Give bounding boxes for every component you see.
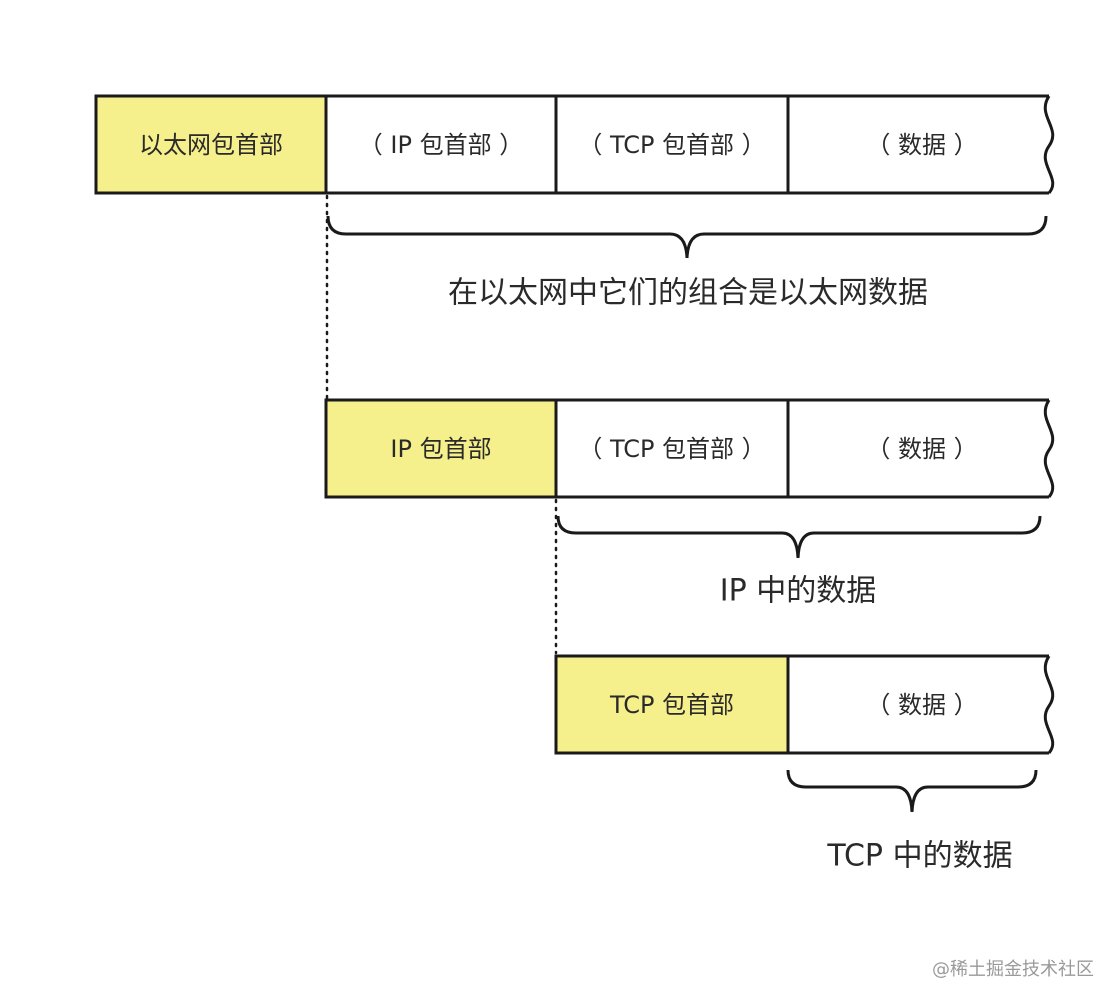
- data-label: （ 数据 ）: [866, 435, 977, 463]
- tcp-header-label: （ TCP 包首部 ）: [578, 435, 765, 463]
- data-label: （ 数据 ）: [866, 131, 977, 159]
- torn-edge: [1043, 655, 1055, 754]
- ip-header-label: IP 包首部: [390, 435, 491, 463]
- ip-caption: IP 中的数据: [720, 574, 876, 609]
- curly-brace: [786, 769, 1038, 813]
- tcp-header-label: TCP 包首部: [609, 691, 734, 719]
- torn-edge: [1043, 399, 1055, 498]
- tcp-header-label: （ TCP 包首部 ）: [578, 131, 765, 159]
- data-label: （ 数据 ）: [866, 691, 977, 719]
- ethernet-layer: 以太网包首部 （ IP 包首部 ） （ TCP 包首部 ） （ 数据 ） 在以太…: [94, 94, 1055, 311]
- torn-edge: [1043, 95, 1055, 194]
- ip-header-label: （ IP 包首部 ）: [359, 131, 523, 159]
- watermark-text: @稀土掘金技术社区: [932, 959, 1094, 980]
- ethernet-header-label: 以太网包首部: [139, 131, 283, 159]
- tcp-caption: TCP 中的数据: [826, 839, 1012, 874]
- curly-brace: [326, 215, 1048, 259]
- tcp-layer: TCP 包首部 （ 数据 ） TCP 中的数据: [554, 654, 1055, 874]
- tcp-header-cell: [554, 654, 790, 755]
- ip-header-cell: [324, 398, 558, 499]
- ethernet-caption: 在以太网中它们的组合是以太网数据: [448, 276, 928, 311]
- curly-brace: [556, 515, 1042, 559]
- ethernet-header-cell: [94, 94, 328, 195]
- ip-layer: IP 包首部 （ TCP 包首部 ） （ 数据 ） IP 中的数据: [324, 398, 1055, 609]
